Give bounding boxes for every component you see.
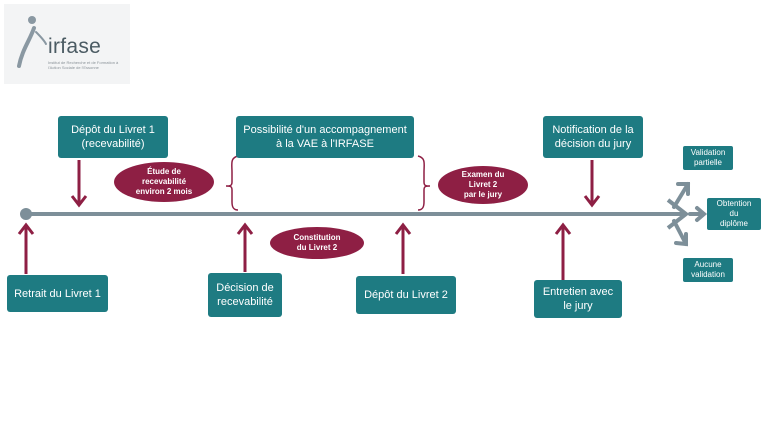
box-depot-livret2: Dépôt du Livret 2 [356, 276, 456, 314]
logo-figure-icon [17, 16, 47, 68]
ellipse-constitution-livret2: Constitution du Livret 2 [270, 227, 364, 259]
arrow-decision-head [236, 222, 254, 235]
box-depot-livret1: Dépôt du Livret 1 (recevabilité) [58, 116, 168, 158]
timeline-start-dot [20, 208, 32, 220]
arrow-depot-livret2-head [394, 222, 412, 235]
fork-arrow-down-head [674, 232, 688, 247]
arrow-notification-head [583, 195, 601, 208]
fork-arrow-up [672, 182, 690, 209]
ellipse-examen-livret2: Examen du Livret 2 par le jury [438, 166, 528, 204]
accompaniment-bracket [225, 155, 431, 211]
logo-tagline: Institut de Recherche et de Formation à … [48, 60, 119, 70]
arrow-entretien-head [554, 222, 572, 235]
box-decision-recevabilite: Décision de recevabilité [208, 273, 282, 317]
box-entretien-jury: Entretien avec le jury [534, 280, 622, 318]
ellipse-etude-recevabilite: Étude de recevabilité environ 2 mois [114, 162, 214, 202]
box-retrait-livret1: Retrait du Livret 1 [7, 275, 108, 312]
fork-arrow-right-head [695, 206, 708, 222]
box-obtention-diplome: Obtention du diplôme [707, 198, 761, 230]
logo-name: irfase [48, 35, 102, 58]
irfase-logo: irfase Institut de Recherche et de Forma… [4, 4, 130, 84]
box-notification: Notification de la décision du jury [543, 116, 643, 158]
box-accompagnement: Possibilité d'un accompagnement à la VAE… [236, 116, 414, 158]
box-validation-partielle: Validation partielle [683, 146, 733, 170]
arrow-depot-livret1-head [70, 195, 88, 208]
arrow-retrait-livret1-head [17, 222, 35, 235]
box-aucune-validation: Aucune validation [683, 258, 733, 282]
fork-arrow-up-head [676, 182, 690, 196]
